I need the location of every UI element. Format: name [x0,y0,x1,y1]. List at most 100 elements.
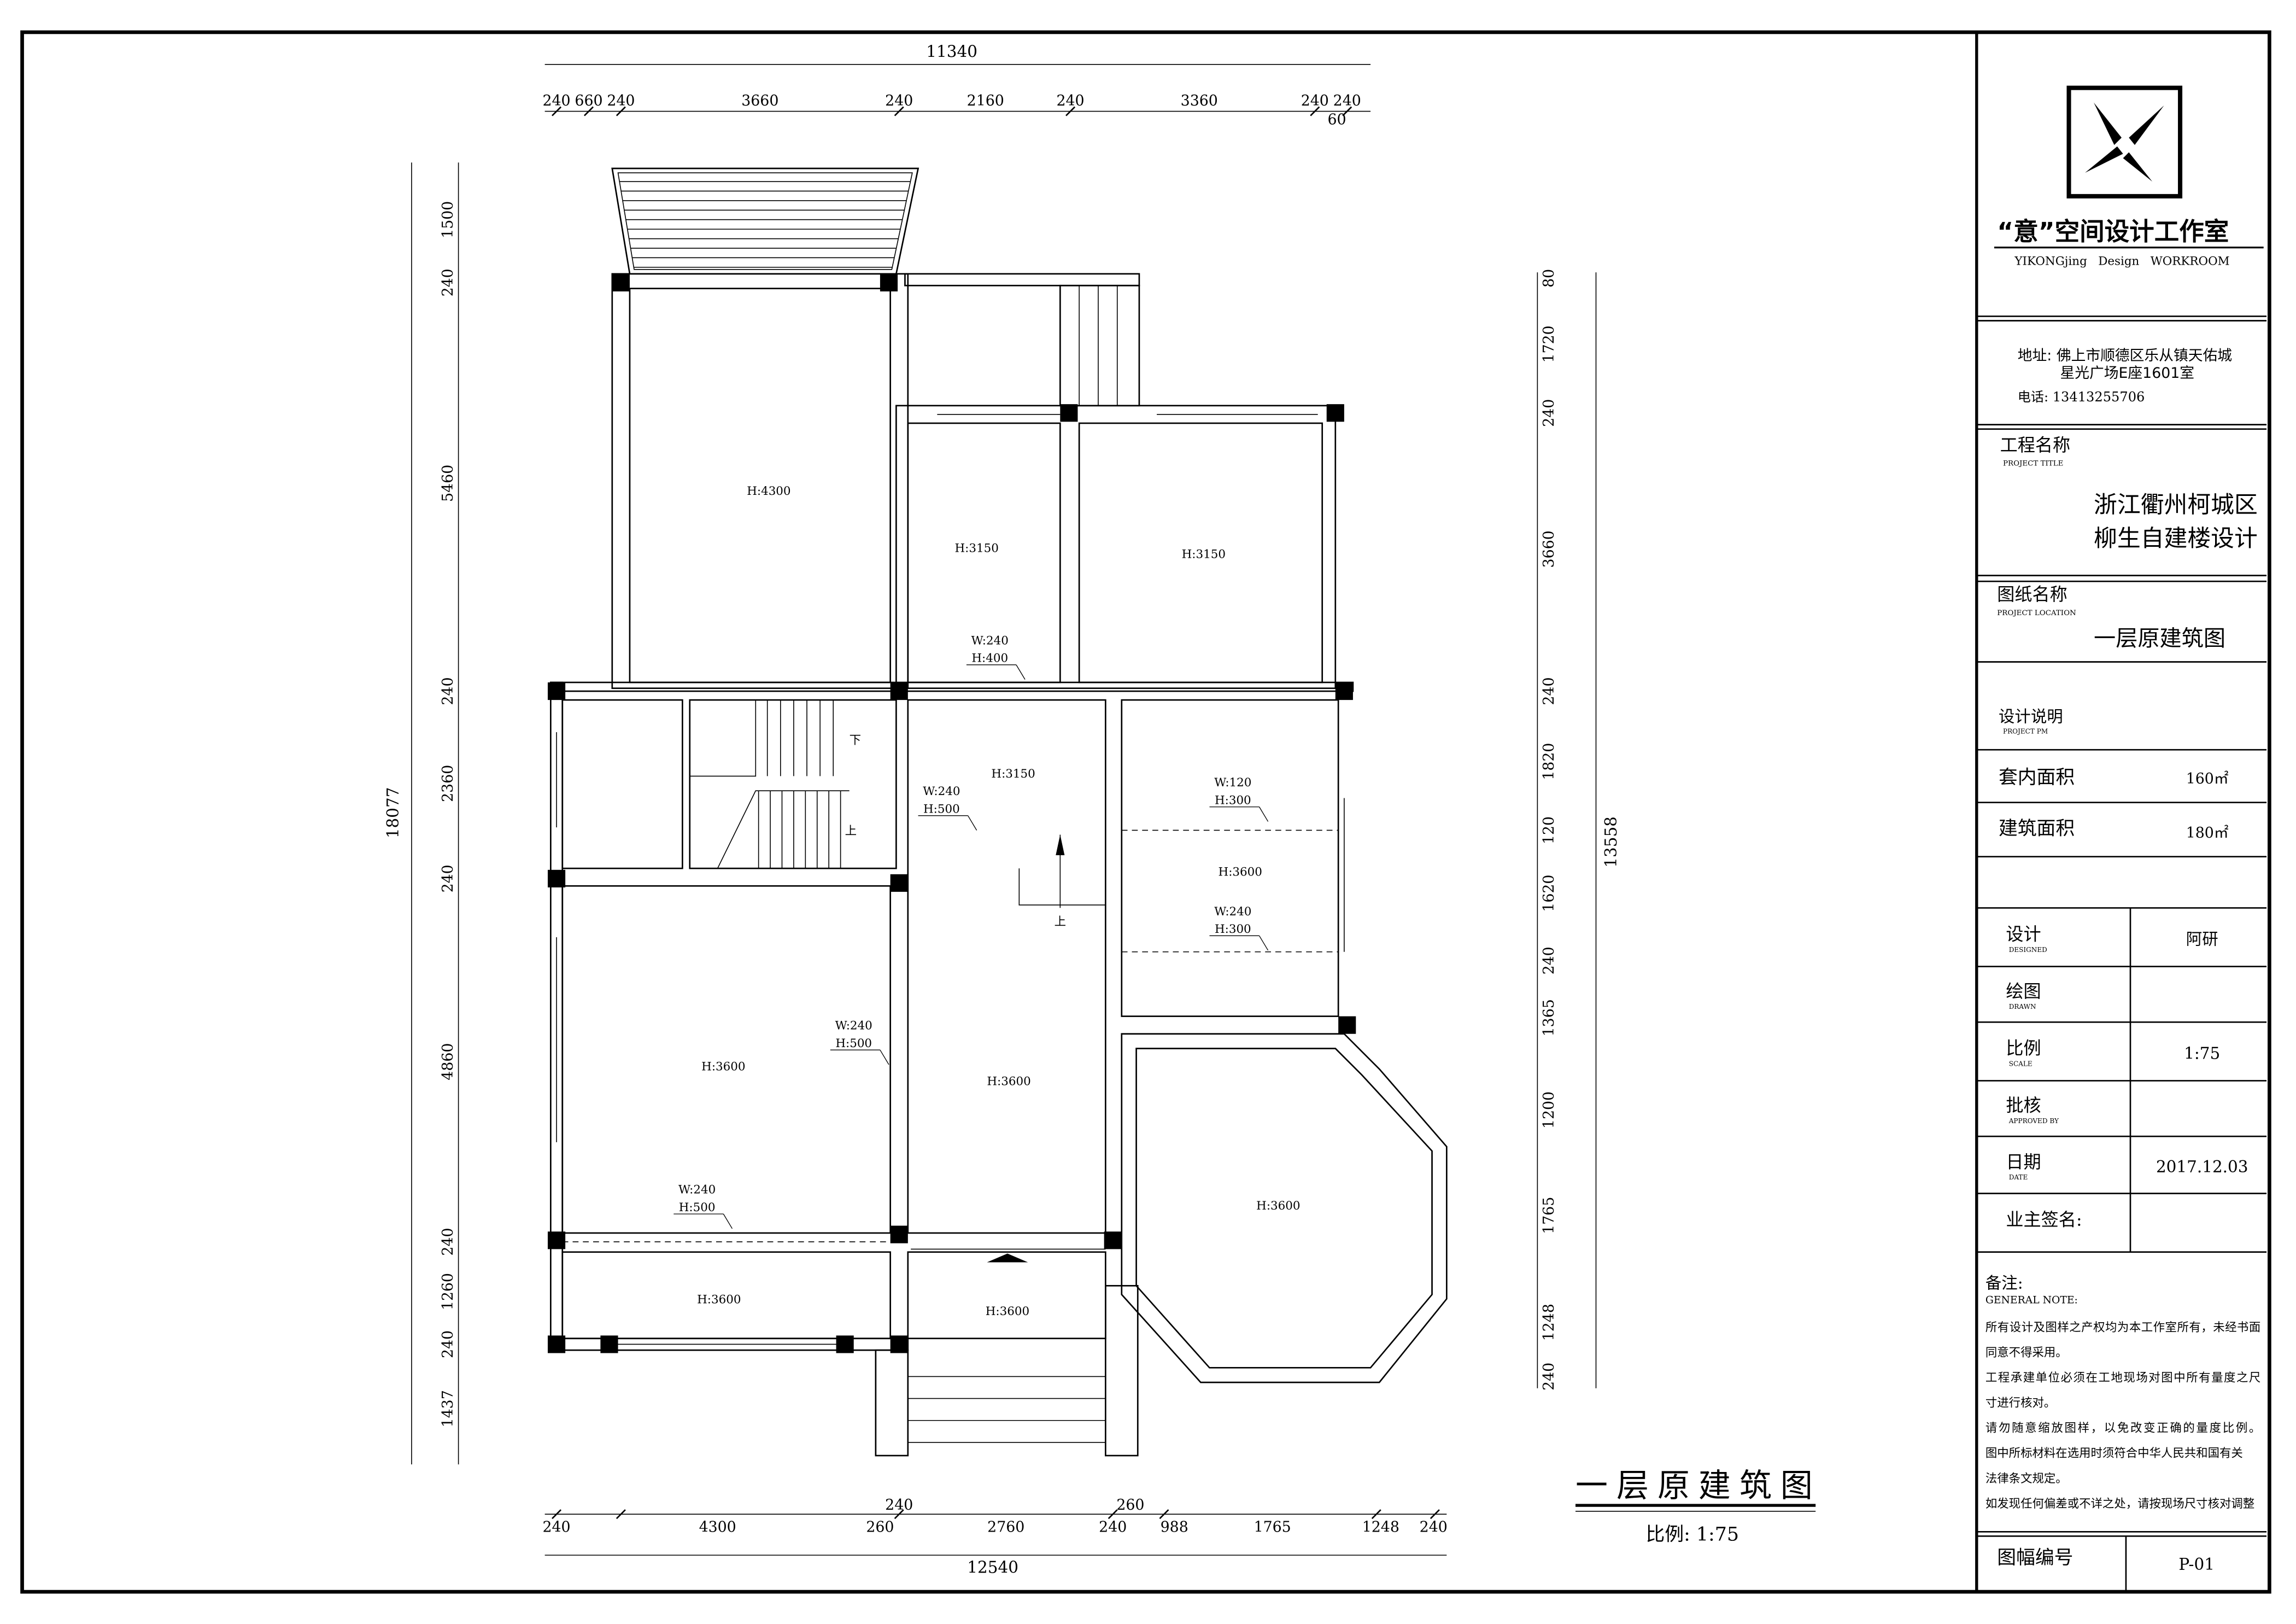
column [547,682,566,700]
room-height-label: H:3600 [1219,865,1262,879]
general-note-line: 所有设计及图样之产权均为本工作室所有，未经书面 [1985,1321,2260,1334]
dim-right: 1720 [1541,325,1557,363]
dim-right: 1365 [1541,999,1557,1036]
column [890,1335,908,1353]
dim-overall-bottom: 12540 [967,1558,1018,1576]
dim-right: 1248 [1541,1304,1557,1341]
dim-right: 1765 [1541,1197,1557,1234]
room-height-label: H:3600 [701,1060,745,1074]
column [612,273,630,291]
room-height-label: H:3150 [954,542,998,556]
dim-right: 80 [1541,269,1557,288]
general-note-line: 法律条文规定。 [1985,1472,2067,1486]
opening-height-label: H:500 [923,802,960,816]
room-height-label: H:3150 [991,767,1035,781]
dim-top: 240 [1301,92,1329,109]
inner-area-value: 160㎡ [2186,770,2229,787]
inner-area-label: 套内面积 [1999,767,2075,788]
build-area-label: 建筑面积 [1999,818,2075,840]
general-note-line: 同意不得采用。 [1985,1346,2067,1359]
dimension-lines [411,64,1597,1556]
dim-bottom: 988 [1161,1518,1188,1535]
opening-height-label: H:300 [1215,922,1251,936]
dim-left: 240 [440,268,456,296]
column [547,1335,566,1353]
interior-stair [689,700,1106,1263]
dim-bottom: 4300 [699,1518,736,1535]
title-row-label: 批核 [2006,1095,2041,1116]
dim-top: 240 [543,92,571,109]
dim-top: 240 [885,92,913,109]
title-row-value: 阿研 [2186,930,2218,948]
dim-left: 1500 [440,201,456,238]
dim-bottom: 260 [1116,1497,1144,1514]
dim-left: 240 [440,677,456,705]
dim-left: 2360 [440,765,456,802]
dim-top: 240 [1333,92,1361,109]
general-note-line: 如发现任何偏差或不详之处，请按现场尺寸核对调整 [1985,1497,2254,1511]
column [1326,404,1344,422]
stair-top [904,273,1140,407]
column [1338,1016,1356,1034]
dim-right: 1820 [1541,743,1557,780]
title-row-label: 绘图 [2006,981,2041,1002]
project-name-1: 浙江衢州柯城区 [2094,491,2258,518]
opening-height-label: H:300 [1215,793,1251,807]
column [600,1335,618,1353]
dim-left: 240 [440,1228,456,1255]
title-row-label: 业主签名: [2006,1210,2082,1230]
dim-overall-top: 11340 [926,42,977,61]
dim-left: 240 [440,864,456,892]
title-row-label: 比例 [2006,1038,2041,1059]
room-height-label: H:3600 [697,1293,741,1306]
stair-direction-label: 下 [850,733,861,747]
dim-top: 60 [1327,112,1346,128]
drawing-name: 一层原建筑图 [2094,626,2225,651]
dim-right: 240 [1541,1363,1557,1391]
dim-bottom: 1765 [1254,1518,1291,1535]
drawing-scale: 比例: 1:75 [1646,1523,1739,1545]
dim-right: 1200 [1541,1091,1557,1129]
design-notes-en: PROJECT PM [2003,728,2048,735]
drawing-name-en: PROJECT LOCATION [1997,609,2076,617]
title-row-label-en: APPROVED BY [2008,1117,2059,1125]
sheet-border [20,30,2271,1594]
dim-overall-left: 18077 [384,787,402,839]
opening-height-label: H:500 [835,1037,872,1050]
design-notes-label: 设计说明 [1999,707,2063,726]
dim-left: 1437 [440,1390,456,1427]
dim-top: 240 [1057,92,1085,109]
room-height-label: H:4300 [747,484,790,498]
opening-width-label: W:240 [835,1019,872,1033]
room-height-label: H:3150 [1182,547,1226,561]
dim-left: 1260 [440,1273,456,1310]
dim-bottom: 240 [885,1497,913,1514]
dim-bottom: 240 [1099,1518,1127,1535]
column [547,1231,566,1249]
column [1104,1231,1122,1249]
title-row-label: 设计 [2006,924,2041,944]
drawing-name-label: 图纸名称 [1997,584,2067,605]
sheet-number: P-01 [2178,1555,2215,1574]
studio-logo [2066,85,2183,198]
title-row-label-en: SCALE [2009,1060,2033,1068]
studio-address-2: 星光广场E座1601室 [2060,365,2194,382]
dim-top: 240 [607,92,635,109]
dim-right: 240 [1541,677,1557,705]
room-top-left [611,273,909,690]
dim-bottom: 1248 [1362,1518,1399,1535]
dim-left: 4860 [440,1043,456,1080]
stair-direction-label: 上 [845,825,857,838]
column [890,682,908,700]
dim-bottom: 240 [543,1518,571,1535]
title-row-label-en: DESIGNED [2009,946,2047,954]
dim-right: 1620 [1541,875,1557,912]
dim-bottom: 240 [1420,1518,1448,1535]
column [880,273,898,291]
column [890,1225,908,1243]
column [547,869,566,887]
general-note-line: 请勿随意缩放图样，以免改变正确的量度比例。 [1985,1422,2260,1435]
opening-height-label: H:400 [971,651,1008,665]
room-height-label: H:3600 [986,1305,1029,1318]
